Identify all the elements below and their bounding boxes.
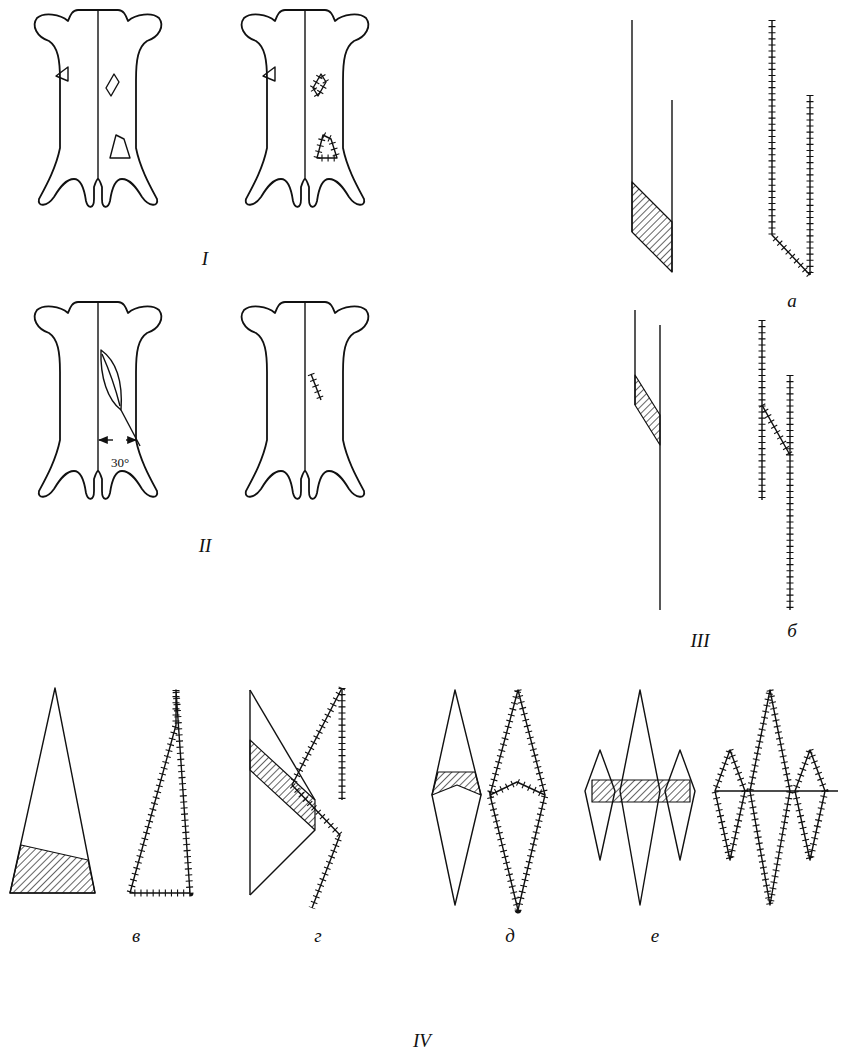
pelt-with-tear (35, 302, 162, 499)
figure-letter: е (651, 926, 659, 945)
row-label: II (199, 536, 212, 555)
zigzag-cut (250, 688, 342, 908)
triangle-cut (10, 688, 190, 893)
pelt-with-defects (35, 10, 162, 207)
straight-cut-a (632, 20, 810, 275)
pelt-tear-sewn (242, 302, 369, 499)
figure-letter: в (132, 926, 140, 945)
figure-letter: а (787, 291, 797, 310)
diamond-cut (432, 690, 545, 910)
figure-letter: д (505, 926, 515, 945)
figure-letter: б (787, 621, 797, 640)
angle-label: 30° (110, 456, 130, 469)
row-label: IV (413, 1031, 431, 1050)
row-label: I (202, 249, 208, 268)
row-label: III (691, 631, 710, 650)
straight-cut-b (635, 310, 790, 610)
pelt-patched (242, 10, 369, 207)
double-diamond-cut (585, 690, 838, 905)
figure-letter: г (314, 926, 321, 945)
